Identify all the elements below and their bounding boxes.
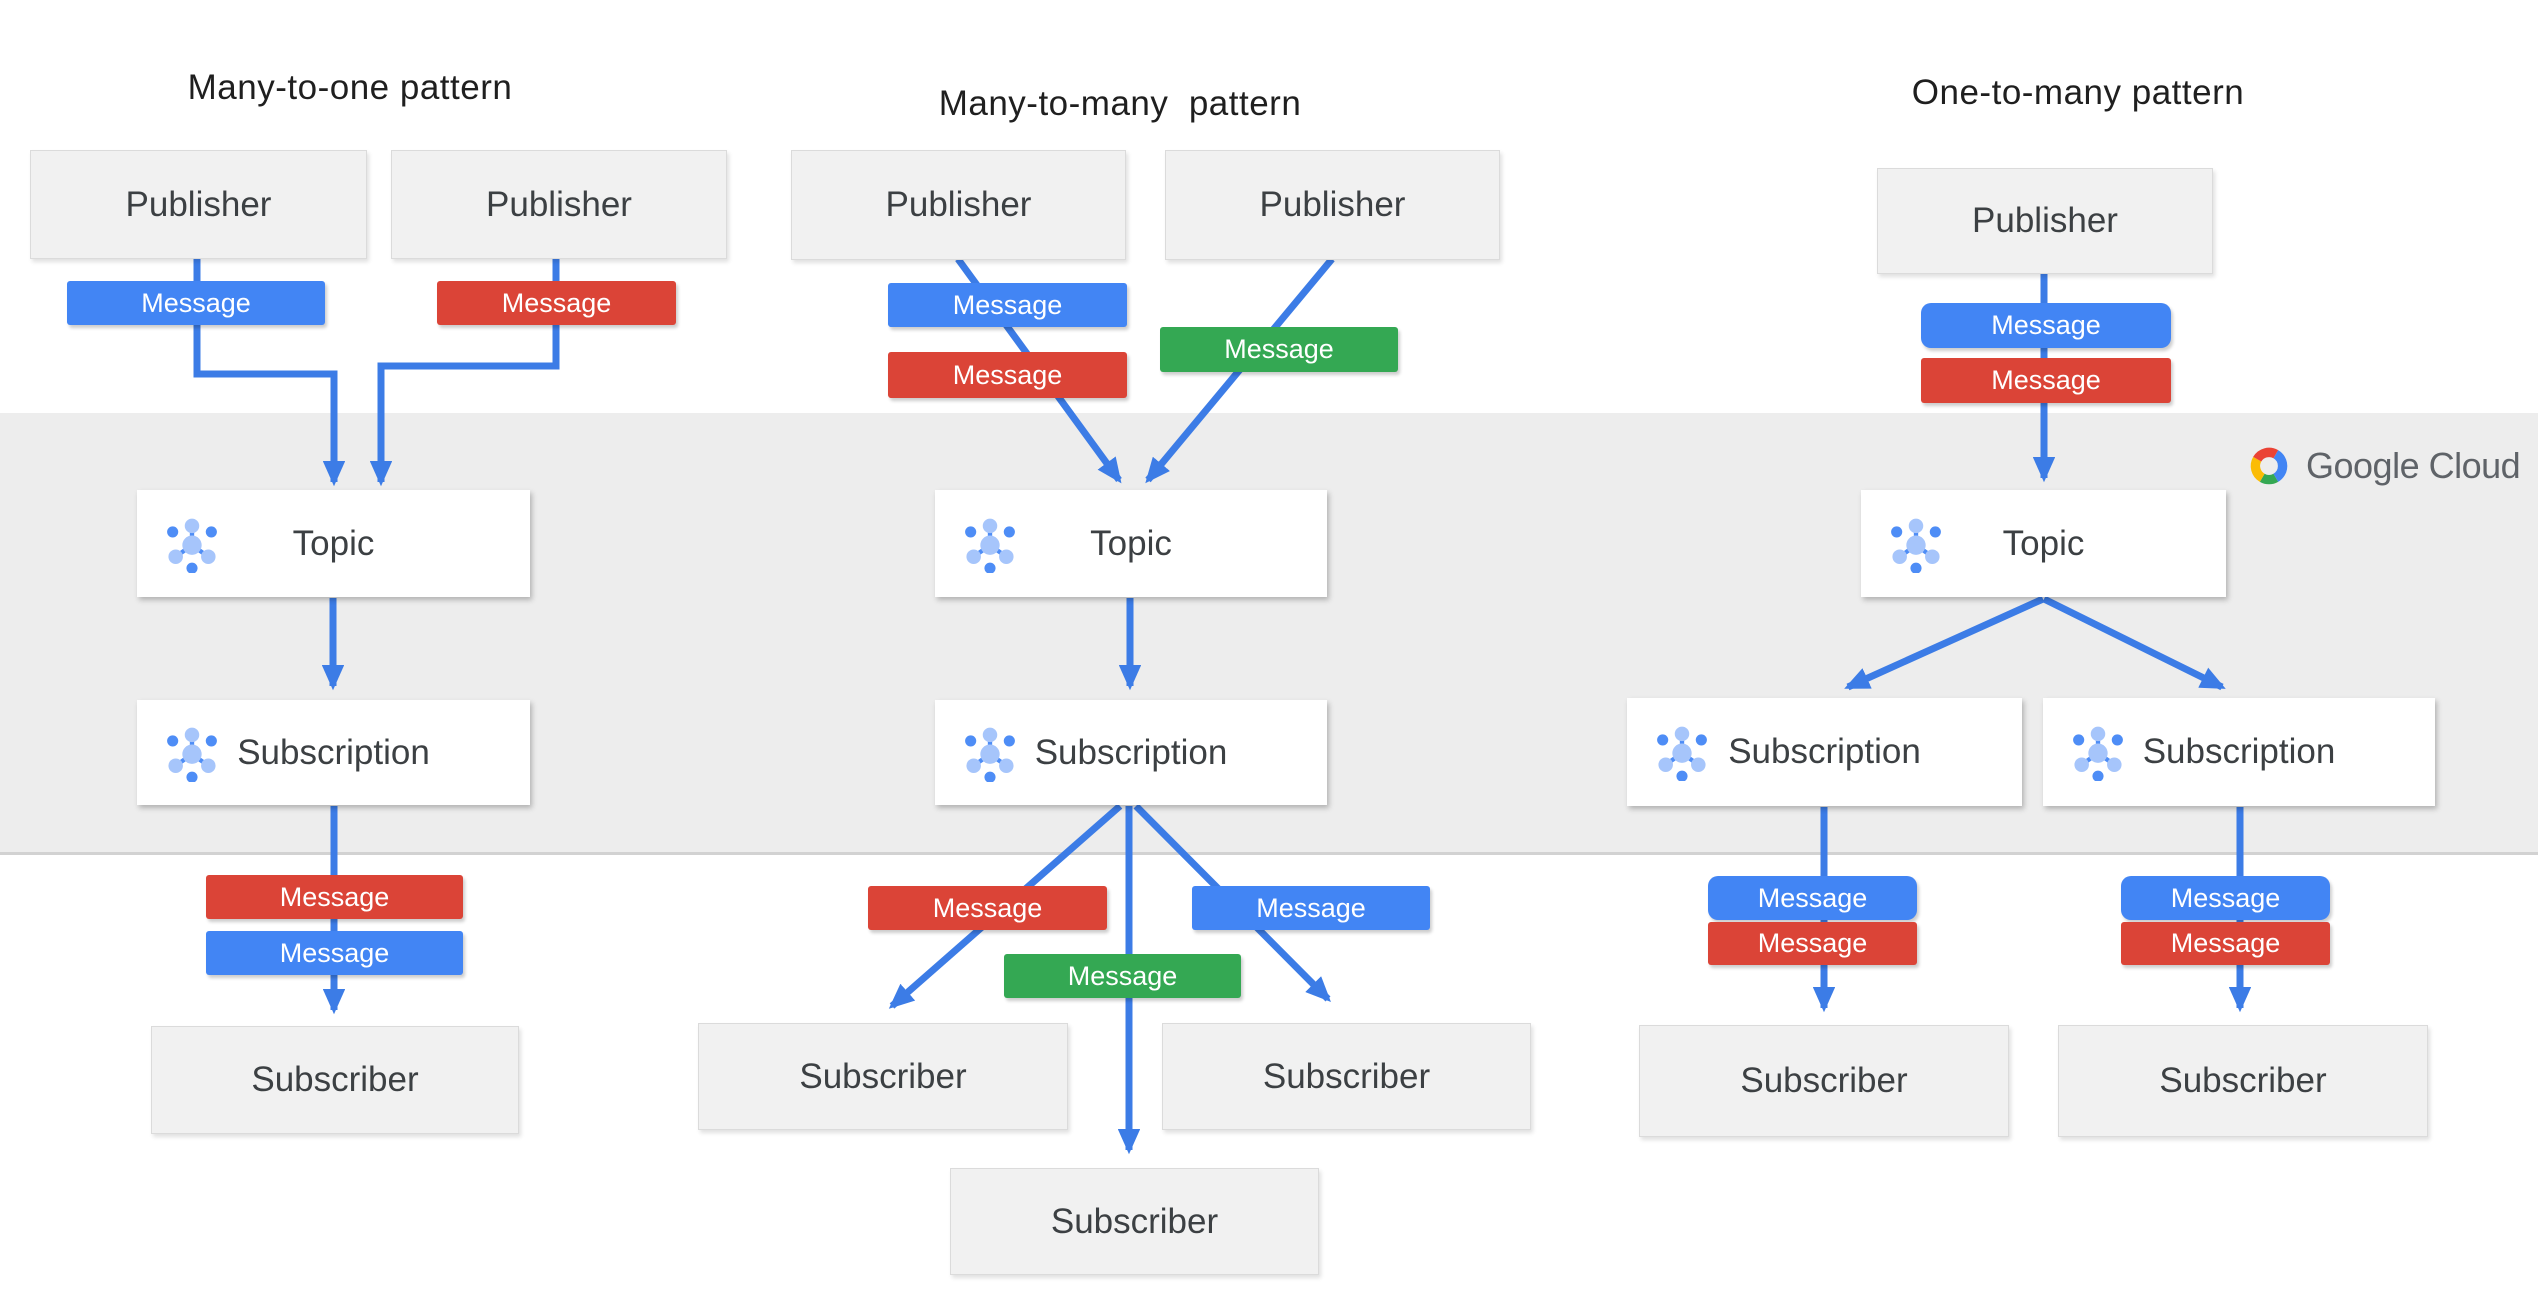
pubsub-icon: [1653, 723, 1711, 781]
message-label: Message: [2170, 882, 2281, 913]
o2m-message-badge-blue-right: Message: [2121, 876, 2330, 920]
o2m-message-badge-red-left: Message: [1708, 922, 1917, 965]
subscriber-label: Subscriber: [799, 1056, 967, 1096]
subscriber-label: Subscriber: [1262, 1056, 1431, 1096]
message-label: Message: [1757, 882, 1868, 913]
pubsub-icon: [163, 724, 221, 782]
m2m-message-badge-blue: Message: [888, 283, 1127, 327]
message-label: Message: [952, 289, 1063, 320]
o2m-topic-box: Topic: [1861, 490, 2226, 597]
google-cloud-logo: Google Cloud: [2246, 443, 2521, 489]
m2m-message-badge-red: Message: [888, 352, 1127, 398]
message-label: Message: [2170, 928, 2281, 958]
connector-o2m-topic-subscription-right: [2042, 595, 2226, 691]
o2m-subscription-left: Subscription: [1627, 698, 2022, 806]
message-label: Message: [279, 881, 390, 912]
publisher-label: Publisher: [1972, 201, 2118, 240]
message-label: Message: [932, 892, 1043, 923]
message-label: Message: [1224, 334, 1334, 364]
pubsub-icon: [163, 515, 221, 573]
subscription-label: Subscription: [237, 732, 430, 772]
o2m-subscriber-right: Subscriber: [2058, 1025, 2428, 1137]
pattern-title-one-to-many: One-to-many pattern: [1911, 73, 2245, 112]
o2m-message-badge-red-right: Message: [2121, 922, 2330, 965]
topic-label: Topic: [292, 523, 375, 563]
o2m-subscription-right: Subscription: [2043, 698, 2435, 806]
m2m-message-badge-green-2: Message: [1004, 954, 1241, 998]
message-label: Message: [1256, 892, 1366, 923]
m2o-message-badge-red-2: Message: [206, 875, 463, 919]
m2o-topic-box: Topic: [137, 490, 530, 597]
subscriber-label: Subscriber: [1740, 1061, 1908, 1100]
o2m-publisher: Publisher: [1877, 168, 2213, 274]
subscriber-label: Subscriber: [1050, 1201, 1219, 1241]
m2o-subscriber-box: Subscriber: [151, 1026, 519, 1134]
message-label: Message: [1991, 310, 2101, 340]
pubsub-icon: [1887, 515, 1945, 573]
m2m-publisher-2: Publisher: [1165, 150, 1500, 260]
message-label: Message: [1757, 928, 1868, 958]
message-label: Message: [1991, 365, 2101, 395]
message-label: Message: [1067, 960, 1178, 991]
m2m-message-badge-green: Message: [1160, 327, 1398, 372]
pattern-title-many-to-many: Many-to-many pattern: [938, 84, 1302, 123]
m2o-subscription-box: Subscription: [137, 700, 530, 805]
m2m-subscription-box: Subscription: [935, 700, 1327, 805]
m2m-subscriber-right: Subscriber: [1162, 1023, 1531, 1130]
subscription-label: Subscription: [1728, 732, 1921, 771]
subscriber-label: Subscriber: [2159, 1061, 2327, 1100]
subscription-label: Subscription: [1034, 732, 1228, 772]
pubsub-icon: [961, 724, 1019, 782]
publisher-label: Publisher: [486, 184, 632, 224]
publisher-label: Publisher: [885, 185, 1032, 224]
connector-o2m-topic-subscription-left: [1844, 595, 2045, 691]
m2o-message-badge-blue: Message: [67, 281, 325, 325]
m2m-topic-box: Topic: [935, 490, 1327, 597]
google-cloud-icon: [2250, 447, 2288, 485]
m2m-message-badge-red-2: Message: [868, 886, 1107, 930]
publisher-label: Publisher: [125, 184, 272, 224]
o2m-message-badge-blue: Message: [1921, 303, 2171, 348]
m2m-publisher-1: Publisher: [791, 150, 1126, 260]
pubsub-icon: [2069, 723, 2127, 781]
topic-label: Topic: [1090, 523, 1172, 563]
m2o-publisher-1: Publisher: [30, 150, 367, 259]
m2o-publisher-2: Publisher: [391, 150, 727, 259]
m2o-message-badge-blue-2: Message: [206, 931, 463, 975]
subscription-label: Subscription: [2142, 732, 2336, 771]
o2m-subscriber-left: Subscriber: [1639, 1025, 2009, 1137]
m2m-message-badge-blue-2: Message: [1192, 886, 1430, 930]
pubsub-icon: [961, 515, 1019, 573]
pattern-title-many-to-one: Many-to-one pattern: [187, 68, 513, 107]
m2m-subscriber-left: Subscriber: [698, 1023, 1068, 1130]
subscriber-label: Subscriber: [251, 1060, 419, 1099]
topic-label: Topic: [2002, 523, 2085, 563]
message-label: Message: [501, 287, 612, 318]
m2m-subscriber-bottom: Subscriber: [950, 1168, 1319, 1275]
o2m-message-badge-blue-left: Message: [1708, 876, 1917, 920]
google-cloud-logo-text: Google Cloud: [2306, 445, 2521, 486]
message-label: Message: [952, 359, 1063, 390]
message-label: Message: [279, 937, 390, 968]
message-label: Message: [141, 287, 251, 318]
o2m-message-badge-red: Message: [1921, 358, 2171, 403]
m2o-message-badge-red: Message: [437, 281, 676, 325]
publisher-label: Publisher: [1259, 185, 1406, 224]
